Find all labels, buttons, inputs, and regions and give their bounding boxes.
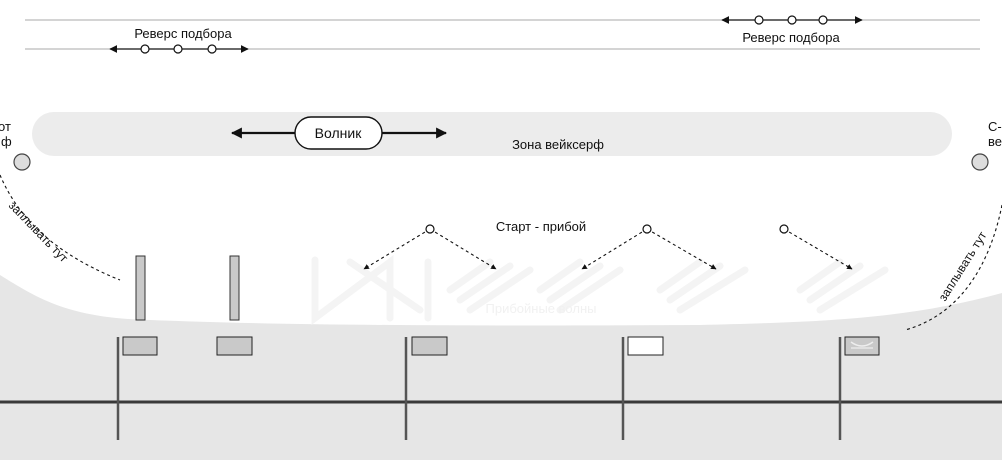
wakesurf-zone-label: Зона вейксерф bbox=[512, 137, 604, 152]
flag-1 bbox=[122, 336, 158, 356]
wave-boat: Волник bbox=[230, 116, 448, 150]
start-surf-label: Старт - прибой bbox=[496, 219, 586, 234]
flag-4 bbox=[627, 336, 664, 356]
flag-poles bbox=[116, 337, 842, 440]
start-point-1 bbox=[425, 224, 435, 234]
reverse-indicator-left: Реверс подбора bbox=[109, 26, 249, 54]
edge-label-left-1: от bbox=[0, 119, 11, 134]
marker-post-2 bbox=[229, 255, 240, 321]
reverse-label-left: Реверс подбора bbox=[134, 26, 232, 41]
flag-3 bbox=[411, 336, 448, 356]
swim-path-left bbox=[0, 174, 121, 281]
buoy-left bbox=[13, 153, 31, 171]
buoy-right bbox=[971, 153, 989, 171]
surf-trajectories bbox=[363, 228, 853, 270]
shore-area bbox=[0, 275, 1002, 460]
surf-waves-watermark bbox=[311, 255, 889, 325]
wakesurf-zone-band bbox=[32, 112, 952, 156]
edge-label-right-2: ве bbox=[988, 134, 1002, 149]
boat-shape bbox=[294, 116, 383, 150]
surf-waves-label: Прибойные волны bbox=[486, 301, 597, 316]
start-point-2 bbox=[642, 224, 652, 234]
edge-label-left-2: ф bbox=[1, 134, 12, 149]
flag-2 bbox=[216, 336, 253, 356]
swim-label-left: заплывать тут bbox=[6, 198, 71, 265]
reverse-indicator-right: Реверс подбора bbox=[721, 15, 863, 45]
edge-label-right-1: С- bbox=[988, 119, 1002, 134]
swim-path-right bbox=[904, 204, 1002, 331]
flag-5 bbox=[844, 336, 880, 356]
boat-label: Волник bbox=[315, 125, 363, 141]
start-point-3 bbox=[779, 224, 789, 234]
marker-post-1 bbox=[135, 255, 146, 321]
reverse-label-right: Реверс подбора bbox=[742, 30, 840, 45]
